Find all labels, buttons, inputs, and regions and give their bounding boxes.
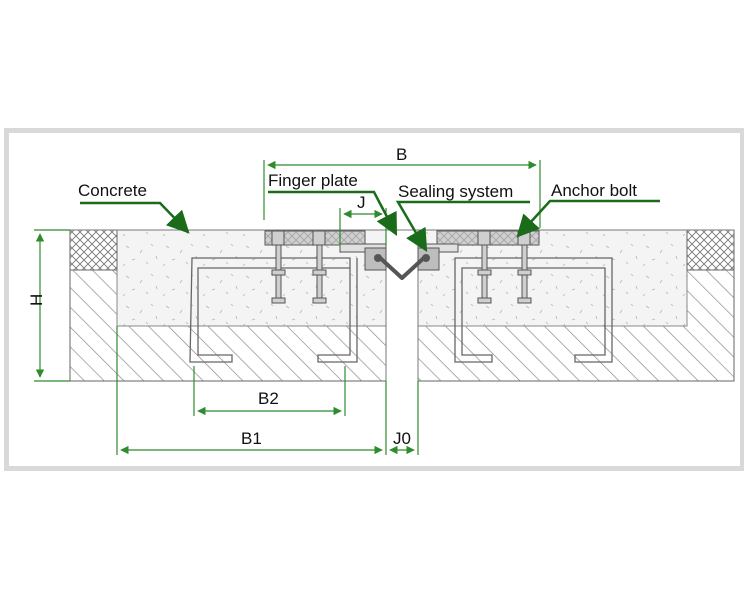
anchor-loop-right xyxy=(454,257,613,363)
dimension-h xyxy=(34,229,70,382)
dimension-h-label: H xyxy=(27,294,46,306)
dimension-j0-label: J0 xyxy=(393,429,411,448)
surfacing-right xyxy=(686,229,735,271)
dimension-b-label: B xyxy=(396,145,407,164)
callout-concrete xyxy=(80,201,190,234)
dimension-b1 xyxy=(116,326,387,455)
sealing-system xyxy=(364,247,440,280)
dimension-b2-label: B2 xyxy=(258,389,279,408)
dimension-j-label: J xyxy=(357,193,366,212)
dimension-b2 xyxy=(193,366,346,416)
dimension-b xyxy=(263,160,541,228)
callout-concrete-label: Concrete xyxy=(78,181,147,200)
dimension-j0 xyxy=(389,381,419,455)
dimension-b1-label: B1 xyxy=(241,429,262,448)
callout-finger-plate-label: Finger plate xyxy=(268,171,358,190)
anchor-loop-left xyxy=(189,257,358,363)
callout-anchor-bolt xyxy=(516,199,660,238)
callout-finger-plate xyxy=(268,190,398,236)
callout-anchor-bolt-label: Anchor bolt xyxy=(551,181,637,200)
callout-sealing-system-label: Sealing system xyxy=(398,182,513,201)
joint-gap xyxy=(386,265,418,381)
anchor-bolt-2 xyxy=(312,230,327,304)
surfacing-left xyxy=(69,229,118,271)
anchor-bolt-1 xyxy=(271,230,286,304)
callout-sealing-system xyxy=(395,200,530,252)
anchor-bolt-3 xyxy=(477,230,492,304)
